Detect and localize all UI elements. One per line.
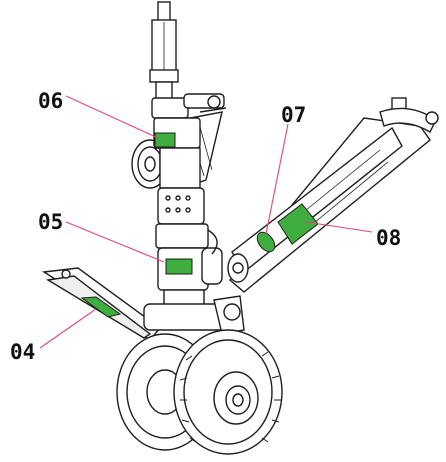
leader-07 [265,123,289,235]
upper-actuator-rod [149,1,179,103]
callout-08: 08 [376,226,401,250]
highlight-06 [154,132,176,148]
drag-brace [227,97,439,293]
highlight-04 [80,296,122,318]
highlight-07 [256,231,276,253]
callout-07: 07 [281,103,306,127]
axle-assembly [143,295,245,335]
leader-08 [305,221,373,233]
callout-05: 05 [38,210,63,234]
leader-04 [39,308,97,349]
leader-lines [39,95,373,349]
highlight-05 [165,258,193,275]
steering-disc [131,139,181,189]
callout-06: 06 [38,89,63,113]
leader-06 [65,95,159,139]
callout-04: 04 [10,340,35,364]
leader-05 [65,221,165,263]
front-wheel [173,329,283,455]
